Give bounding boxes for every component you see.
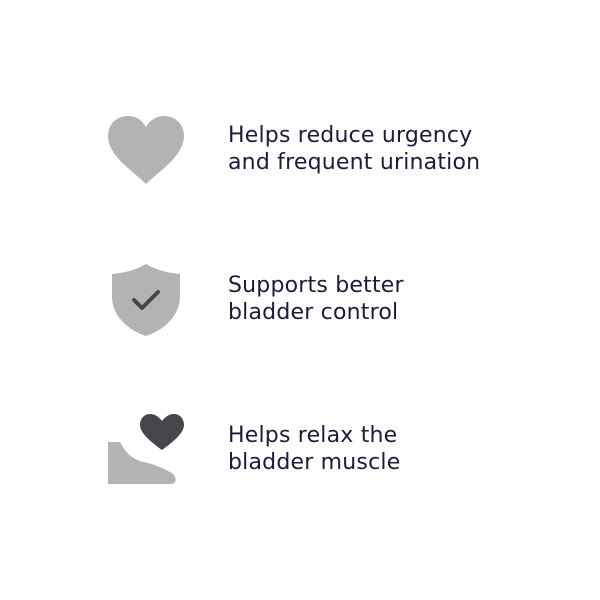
benefit-item-control: Supports better bladder control (0, 260, 600, 340)
heart-icon (104, 110, 188, 190)
shield-check-icon (104, 260, 188, 340)
benefit-text: Helps relax the bladder muscle (228, 422, 568, 476)
benefit-item-relax: Helps relax the bladder muscle (0, 410, 600, 490)
hand-heart-icon (104, 410, 188, 490)
benefit-line-2: bladder control (228, 300, 399, 325)
benefit-line-2: and frequent urination (228, 150, 481, 175)
benefit-line-1: Helps relax the (228, 423, 398, 448)
benefit-text: Helps reduce urgency and frequent urinat… (228, 122, 568, 176)
benefit-line-2: bladder muscle (228, 450, 401, 475)
benefit-line-1: Supports better (228, 273, 404, 298)
benefit-line-1: Helps reduce urgency (228, 123, 473, 148)
benefit-item-urgency: Helps reduce urgency and frequent urinat… (0, 110, 600, 190)
benefit-text: Supports better bladder control (228, 272, 568, 326)
